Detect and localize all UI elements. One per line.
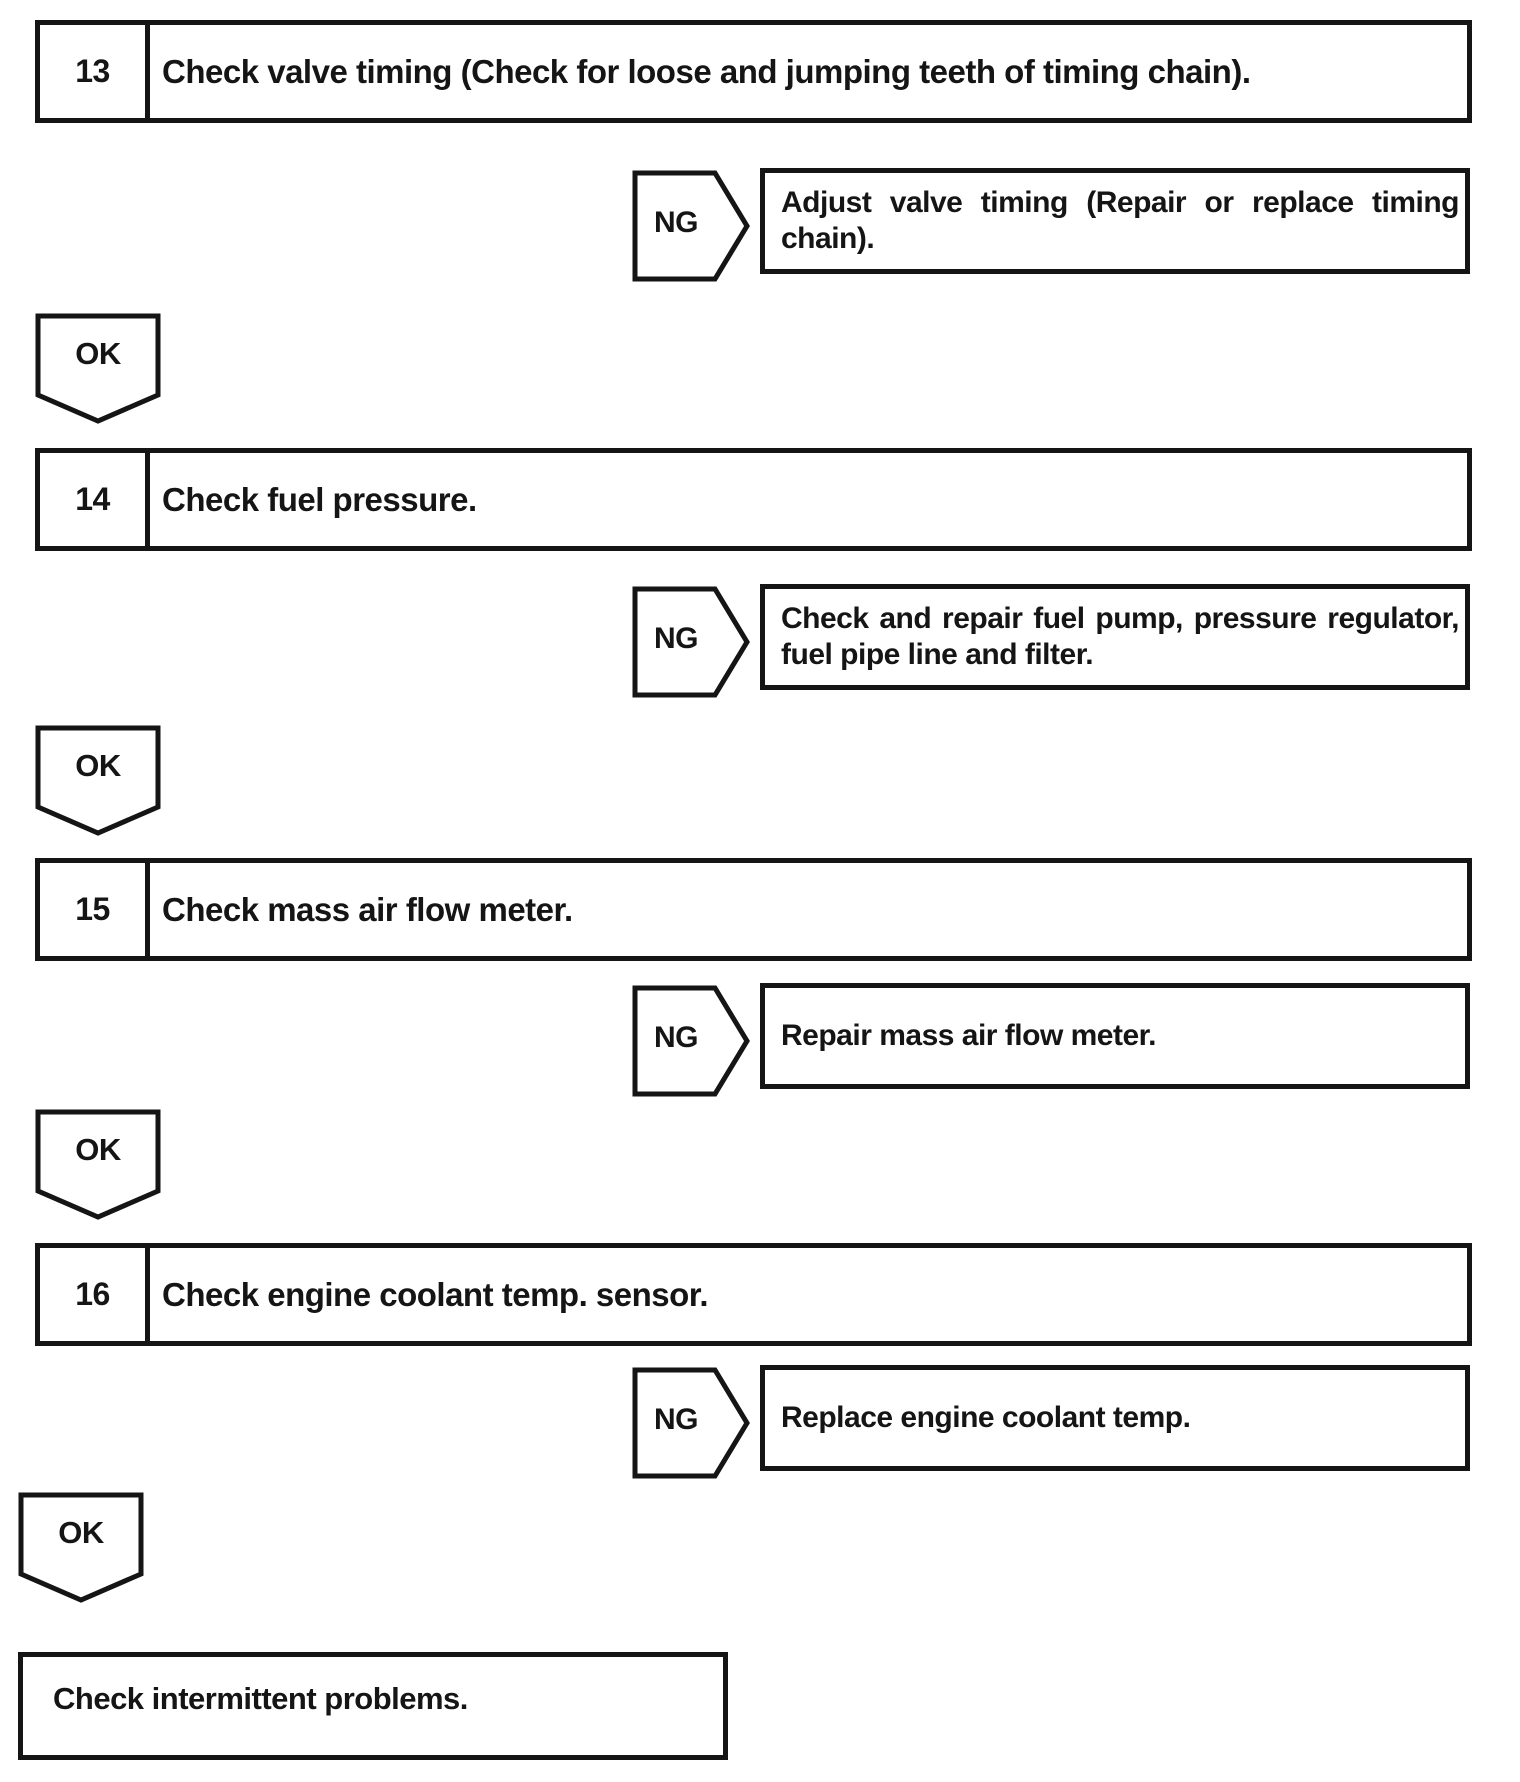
step-box: 16 Check engine coolant temp. sensor.	[35, 1243, 1472, 1346]
step-box: 14 Check fuel pressure.	[35, 448, 1472, 551]
ok-label: OK	[75, 1132, 121, 1167]
ng-connector: NG	[632, 1367, 750, 1479]
ok-pentagon-shape	[18, 1492, 144, 1603]
step-number: 15	[75, 891, 110, 927]
step-number: 16	[75, 1276, 110, 1312]
step-label: Check fuel pressure.	[162, 480, 477, 518]
ok-pentagon-shape	[35, 725, 161, 836]
ok-connector: OK	[18, 1492, 144, 1604]
ng-action-label: Replace engine coolant temp.	[781, 1401, 1191, 1434]
ng-action-label: Check and repair fuel pump, pressure reg…	[781, 602, 1460, 671]
ng-action-box: Replace engine coolant temp.	[760, 1365, 1470, 1471]
terminal-label: Check intermittent problems.	[53, 1681, 468, 1716]
ok-label: OK	[75, 748, 121, 783]
ng-connector: NG	[632, 586, 750, 698]
ng-action-box: Check and repair fuel pump, pressure reg…	[760, 584, 1470, 690]
ok-label: OK	[58, 1515, 104, 1550]
step-number: 14	[75, 481, 110, 517]
ok-pentagon-shape	[35, 313, 161, 424]
terminal-box: Check intermittent problems.	[18, 1652, 728, 1760]
ng-action-box: Adjust valve timing (Repair or replace t…	[760, 168, 1470, 274]
ng-pentagon-shape	[632, 170, 750, 282]
step-number-cell: 15	[40, 863, 150, 956]
step-number: 13	[75, 53, 110, 89]
ng-action-label: Repair mass air flow meter.	[781, 1019, 1157, 1052]
step-number-cell: 14	[40, 453, 150, 546]
ok-connector: OK	[35, 725, 161, 837]
ng-pentagon-shape	[632, 586, 750, 698]
step-label: Check engine coolant temp. sensor.	[162, 1275, 708, 1313]
step-number-cell: 13	[40, 25, 150, 118]
ok-pentagon-shape	[35, 1109, 161, 1220]
ok-connector: OK	[35, 1109, 161, 1221]
ok-label: OK	[75, 336, 121, 371]
ng-label: NG	[654, 622, 699, 655]
ng-connector: NG	[632, 985, 750, 1097]
step-label: Check mass air flow meter.	[162, 890, 573, 928]
ng-label: NG	[654, 1021, 699, 1054]
ng-action-box: Repair mass air flow meter.	[760, 983, 1470, 1089]
ok-connector: OK	[35, 313, 161, 425]
ng-pentagon-shape	[632, 1367, 750, 1479]
ng-connector: NG	[632, 170, 750, 282]
step-box: 15 Check mass air flow meter.	[35, 858, 1472, 961]
ng-pentagon-shape	[632, 985, 750, 1097]
ng-label: NG	[654, 206, 699, 239]
step-label: Check valve timing (Check for loose and …	[162, 52, 1251, 90]
ng-label: NG	[654, 1403, 699, 1436]
ng-action-label: Adjust valve timing (Repair or replace t…	[781, 186, 1460, 255]
step-number-cell: 16	[40, 1248, 150, 1341]
step-box: 13 Check valve timing (Check for loose a…	[35, 20, 1472, 123]
